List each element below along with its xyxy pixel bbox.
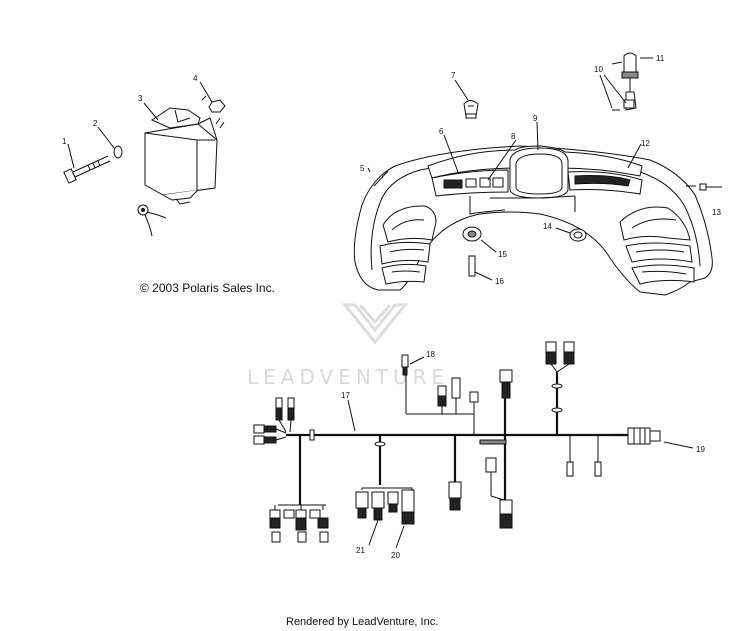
wiring-harness: [253, 341, 661, 543]
dashboard-pod: [353, 145, 713, 296]
washer-part: [113, 145, 123, 159]
callout-9: 9: [533, 114, 538, 123]
copyright-notice: © 2003 Polaris Sales Inc.: [140, 281, 275, 295]
callout-5: 5: [360, 164, 365, 173]
callout-18: 18: [426, 350, 435, 359]
footer-credit: Rendered by LeadVenture, Inc.: [286, 616, 438, 628]
callout-10: 10: [594, 65, 603, 74]
callout-2: 2: [93, 119, 98, 128]
nut-part: [201, 95, 226, 129]
callout-13: 13: [712, 208, 721, 217]
grommet-part: [454, 79, 479, 119]
callout-16: 16: [495, 277, 504, 286]
callout-7: 7: [451, 71, 456, 80]
pin-part: [468, 255, 493, 281]
callout-17: 17: [341, 391, 350, 400]
watermark-logo-icon: [341, 303, 409, 345]
callout-6: 6: [439, 127, 444, 136]
callout-3: 3: [138, 94, 143, 103]
watermark: LEADVENTURE: [247, 303, 449, 389]
ring-terminal-part: [137, 204, 167, 237]
callout-12: 12: [641, 139, 650, 148]
callout-20: 20: [391, 551, 400, 560]
bulb-socket-part: [599, 52, 653, 111]
control-module-part: [144, 107, 218, 205]
callout-4: 4: [193, 74, 198, 83]
callout-11: 11: [656, 54, 665, 63]
callout-21: 21: [356, 546, 365, 555]
callout-19: 19: [696, 445, 705, 454]
switch-knob-part: [462, 226, 497, 253]
plug-part: [555, 227, 587, 242]
callout-15: 15: [498, 250, 507, 259]
callout-8: 8: [511, 132, 516, 141]
bolt-part: [63, 155, 111, 184]
screw-part: [686, 183, 722, 191]
module-assembly: [63, 81, 226, 237]
callout-1: 1: [62, 137, 67, 146]
watermark-text: LEADVENTURE: [247, 365, 449, 389]
callout-14: 14: [543, 222, 552, 231]
